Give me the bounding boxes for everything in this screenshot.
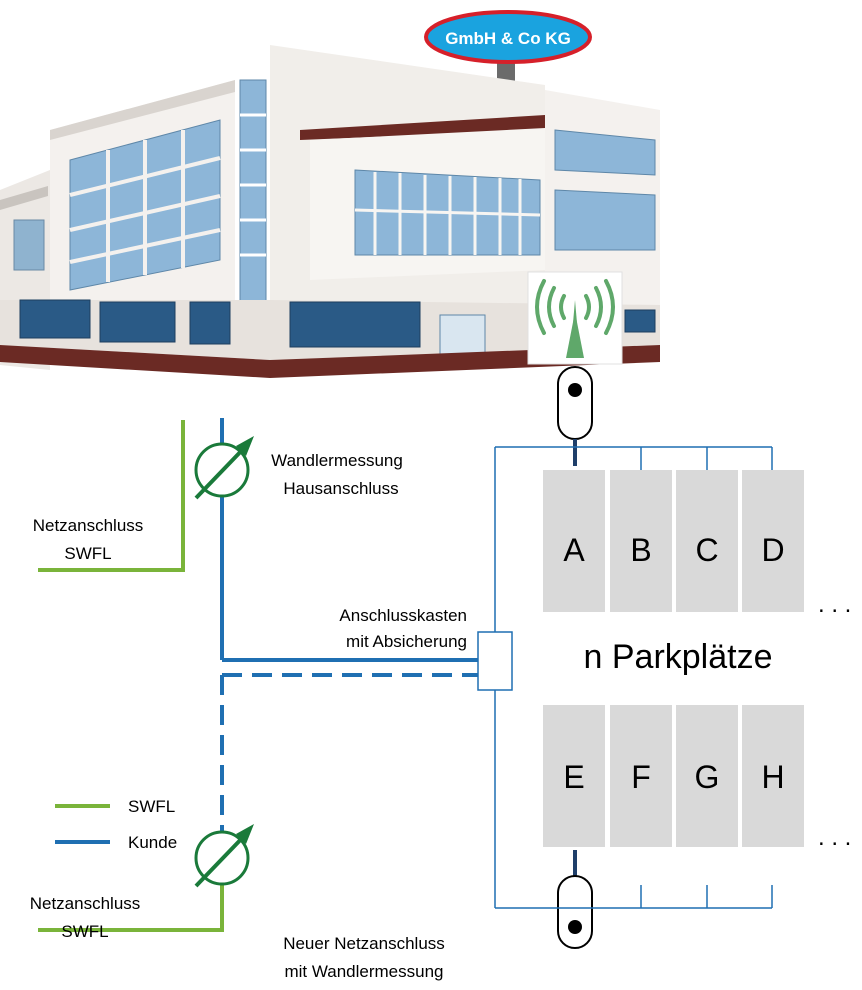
parking-space-g: G bbox=[695, 759, 720, 795]
grid-connection-top-label-2: SWFL bbox=[64, 544, 111, 563]
new-connection-label-1: Neuer Netzanschluss bbox=[283, 934, 445, 953]
junction-label-2: mit Absicherung bbox=[346, 632, 467, 651]
grid-connection-top-label-1: Netzanschluss bbox=[33, 516, 144, 535]
grid-connection-bottom-label-1: Netzanschluss bbox=[30, 894, 141, 913]
parking-space-d: D bbox=[761, 532, 784, 568]
building-illustration: GmbH & Co KG bbox=[0, 10, 660, 378]
company-sign-text: GmbH & Co KG bbox=[445, 29, 571, 48]
legend-kunde-label: Kunde bbox=[128, 833, 177, 852]
legend-swfl-label: SWFL bbox=[128, 797, 175, 816]
charger-plug-top bbox=[557, 366, 593, 466]
meter-top-label-1: Wandlermessung bbox=[271, 451, 403, 470]
new-connection-label-2: mit Wandlermessung bbox=[284, 962, 443, 981]
parking-bottom-row: E F G H bbox=[543, 705, 804, 847]
meter-bottom-icon bbox=[194, 824, 254, 888]
junction-box bbox=[477, 631, 513, 691]
grid-connection-bottom-label-2: SWFL bbox=[61, 922, 108, 941]
parking-space-f: F bbox=[631, 759, 651, 795]
meter-top-label-2: Hausanschluss bbox=[283, 479, 398, 498]
wireless-antenna-icon bbox=[527, 271, 623, 365]
parking-title: n Parkplätze bbox=[584, 638, 773, 676]
parking-space-a: A bbox=[563, 532, 585, 568]
ellipsis-top: . . . bbox=[818, 591, 851, 618]
charger-plug-bottom bbox=[557, 850, 593, 949]
parking-space-h: H bbox=[761, 759, 784, 795]
parking-space-e: E bbox=[563, 759, 584, 795]
swfl-wiring bbox=[38, 420, 224, 932]
legend: SWFL Kunde bbox=[55, 797, 177, 852]
company-sign: GmbH & Co KG bbox=[424, 10, 592, 64]
parking-space-b: B bbox=[630, 532, 651, 568]
meter-top-icon bbox=[194, 436, 254, 500]
junction-label-1: Anschlusskasten bbox=[339, 606, 467, 625]
parking-top-row: A B C D bbox=[543, 470, 804, 612]
ellipsis-bottom: . . . bbox=[818, 824, 851, 851]
parking-space-c: C bbox=[695, 532, 718, 568]
